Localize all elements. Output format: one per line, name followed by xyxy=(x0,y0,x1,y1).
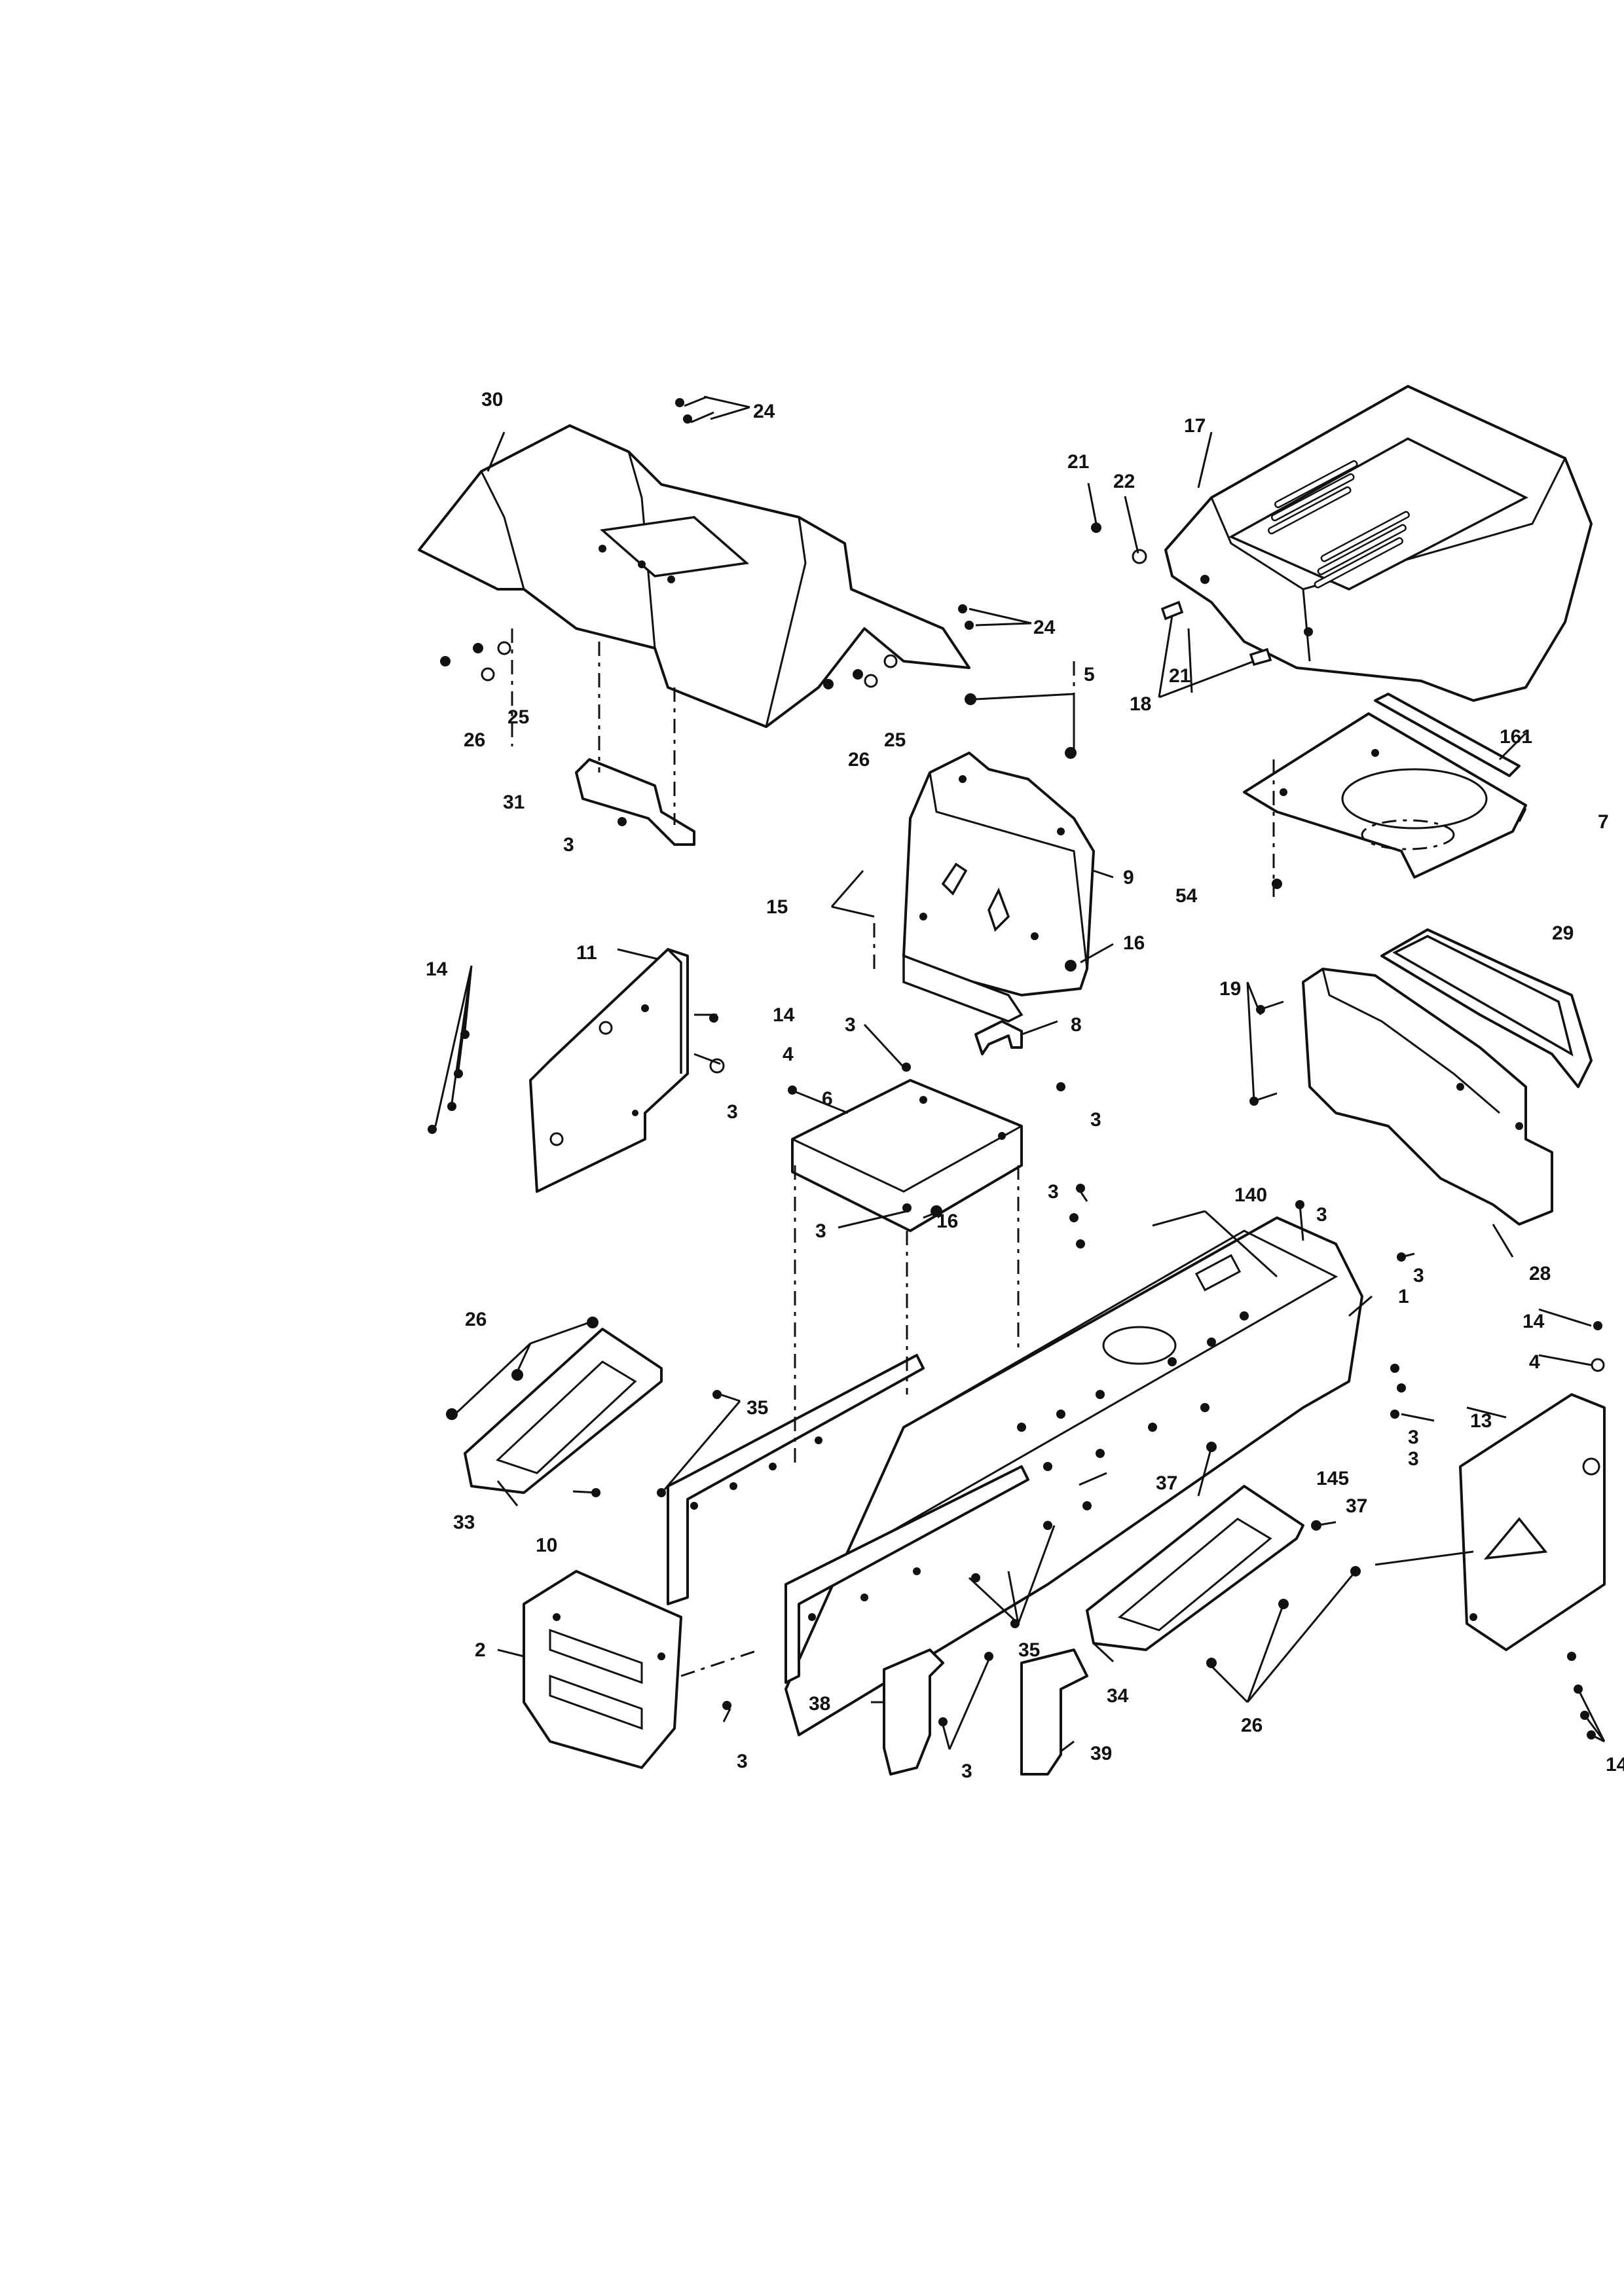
callout-34: 34 xyxy=(1107,1685,1129,1707)
callout-37-left: 37 xyxy=(1156,1472,1177,1494)
callout-5: 5 xyxy=(1084,664,1095,685)
footrest-part-33 xyxy=(464,1328,663,1494)
callout-35-left: 35 xyxy=(747,1397,768,1419)
callout-30: 30 xyxy=(481,389,503,410)
callout-140: 140 xyxy=(1234,1184,1267,1206)
callout-161: 161 xyxy=(1500,726,1532,748)
callout-13: 13 xyxy=(1470,1410,1492,1432)
callout-14-right: 14 xyxy=(1522,1311,1545,1332)
callout-3-side: 3 xyxy=(1408,1448,1419,1470)
callout-26-footrest-left: 26 xyxy=(465,1309,487,1330)
callout-8: 8 xyxy=(1071,1014,1082,1036)
callout-16-lower: 16 xyxy=(936,1211,958,1232)
callout-6: 6 xyxy=(822,1088,833,1110)
callout-16-upper: 16 xyxy=(1123,932,1145,954)
callout-10: 10 xyxy=(536,1535,557,1556)
assembly-lines xyxy=(511,629,1275,1677)
callout-3-frame-left: 3 xyxy=(1048,1181,1059,1203)
callout-21-lower: 21 xyxy=(1169,665,1190,687)
bracket-part-38 xyxy=(883,1649,944,1776)
footrest-part-34 xyxy=(1086,1485,1304,1651)
callout-22: 22 xyxy=(1113,471,1135,492)
callout-3-front: 3 xyxy=(1408,1427,1419,1448)
callout-1: 1 xyxy=(1398,1286,1409,1307)
main-frame-part-140 xyxy=(784,1216,1363,1736)
hood-part-17 xyxy=(1164,385,1593,702)
callout-3-rear: 3 xyxy=(737,1751,748,1772)
callout-3-bracket: 3 xyxy=(563,834,574,856)
callout-37-right: 37 xyxy=(1346,1495,1367,1517)
callout-3-plate-left: 3 xyxy=(727,1101,738,1123)
callout-38: 38 xyxy=(809,1693,830,1715)
callout-3-bracket-38: 3 xyxy=(961,1760,972,1782)
callout-4-right: 4 xyxy=(1529,1351,1540,1373)
callout-21-upper: 21 xyxy=(1067,451,1089,473)
callout-labels: 30 24 24 26 25 26 25 31 3 17 21 22 21 18… xyxy=(426,389,1624,1782)
callout-2: 2 xyxy=(475,1639,486,1661)
hood-vent-slots xyxy=(1268,460,1410,589)
callout-4-left: 4 xyxy=(783,1044,794,1065)
callout-17: 17 xyxy=(1184,415,1206,437)
dash-plate-part-7 xyxy=(1243,712,1527,879)
callout-145: 145 xyxy=(1316,1468,1349,1489)
rear-fender-part-30 xyxy=(418,424,970,728)
bracket-part-31 xyxy=(575,758,695,846)
callout-24-upper: 24 xyxy=(753,401,775,422)
clip-part-8 xyxy=(974,1020,1023,1055)
callout-26-mid: 26 xyxy=(848,749,870,771)
callout-54: 54 xyxy=(1175,885,1198,907)
callout-3-plate-mid: 3 xyxy=(815,1220,826,1242)
callout-35-bottom: 35 xyxy=(1018,1639,1040,1661)
strip-part-161 xyxy=(1374,693,1521,777)
callout-9: 9 xyxy=(1123,867,1134,888)
console-part-9 xyxy=(902,752,1095,1023)
callout-7: 7 xyxy=(1598,811,1609,833)
callout-28: 28 xyxy=(1529,1263,1551,1285)
rear-bracket-part-2 xyxy=(523,1570,682,1769)
grille-part-29 xyxy=(1380,928,1593,1088)
bracket-part-39 xyxy=(1020,1649,1088,1776)
callout-3-frame-top: 3 xyxy=(1316,1204,1327,1226)
callout-25-left: 25 xyxy=(507,706,529,728)
callout-19: 19 xyxy=(1219,978,1241,1000)
side-bracket-part-13 xyxy=(1459,1393,1606,1651)
front-frame-part-28 xyxy=(1302,968,1553,1226)
callout-14-left: 14 xyxy=(426,958,448,980)
callout-3-plate-top: 3 xyxy=(845,1014,856,1036)
callout-29: 29 xyxy=(1552,922,1574,944)
callout-26-left: 26 xyxy=(464,729,485,751)
callout-33: 33 xyxy=(453,1512,475,1533)
callout-26-footrest-right: 26 xyxy=(1241,1715,1263,1736)
side-bracket-part-11 xyxy=(529,948,689,1193)
callout-39: 39 xyxy=(1090,1743,1112,1764)
fasteners xyxy=(428,395,1605,1740)
callout-14-bottom-right: 14 xyxy=(1606,1754,1624,1776)
callout-11: 11 xyxy=(576,942,597,964)
callout-15: 15 xyxy=(766,896,788,918)
callout-3-frame-right: 3 xyxy=(1413,1265,1424,1286)
callout-31: 31 xyxy=(503,792,525,813)
callout-25-mid: 25 xyxy=(884,729,906,751)
callout-3-plate-right: 3 xyxy=(1090,1109,1101,1131)
leader-lines xyxy=(434,395,1606,1753)
battery-plate-part-6 xyxy=(791,1079,1023,1232)
callout-24-lower: 24 xyxy=(1033,617,1056,638)
callout-14-bracket: 14 xyxy=(773,1004,795,1026)
side-rail-part-1 xyxy=(667,1354,1029,1684)
callout-18: 18 xyxy=(1130,693,1151,715)
